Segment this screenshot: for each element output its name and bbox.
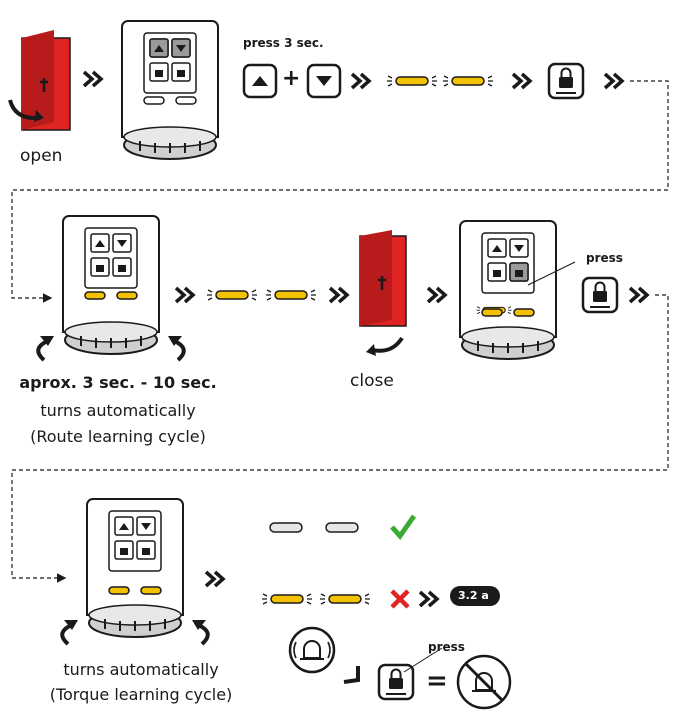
- press-pointer-line: [403, 647, 443, 673]
- bend-arrow-icon: [343, 666, 360, 684]
- led-blinking-icon: [442, 75, 494, 87]
- plus-symbol: +: [282, 66, 301, 91]
- rotate-arrows-icon: [36, 336, 186, 362]
- rotate-arrows-icon: [60, 620, 210, 646]
- door-open-icon: [8, 30, 71, 131]
- led-off-icon: [269, 522, 303, 533]
- turns-automatically-label: turns automatically: [63, 660, 219, 679]
- next-arrow-icon: [328, 286, 349, 304]
- lock-button-icon: [581, 276, 619, 314]
- next-arrow-icon: [350, 72, 371, 90]
- down-button-icon: [306, 63, 342, 99]
- dashed-connector: [11, 294, 669, 583]
- led-blinking-icon: [261, 593, 313, 605]
- lock-button-icon: [547, 62, 585, 100]
- next-arrow-icon: [82, 70, 103, 88]
- equals-symbol: =: [426, 666, 448, 696]
- press-label: press: [586, 251, 623, 265]
- led-off-icon: [325, 522, 359, 533]
- next-arrow-icon: [174, 286, 195, 304]
- close-label: close: [350, 371, 394, 391]
- device-icon: [62, 215, 160, 355]
- led-blinking-icon: [319, 593, 371, 605]
- next-arrow-icon: [628, 286, 649, 304]
- device-icon: [86, 498, 184, 638]
- approx-time-label: aprox. 3 sec. - 10 sec.: [19, 373, 217, 392]
- press-3-sec-label: press 3 sec.: [243, 36, 324, 50]
- led-blinking-icon: [386, 75, 438, 87]
- dashed-connector: [11, 80, 669, 303]
- up-button-icon: [242, 63, 278, 99]
- error-code-label: 3.2 a: [458, 589, 489, 602]
- next-arrow-icon: [418, 590, 439, 608]
- device-icon: [459, 220, 557, 360]
- open-label: open: [20, 146, 63, 166]
- press-label: press: [428, 640, 465, 654]
- press-pointer-line: [527, 261, 576, 286]
- device-icon: [121, 20, 219, 160]
- led-blinking-icon: [206, 289, 258, 301]
- check-icon: [390, 514, 417, 541]
- torque-learning-label: (Torque learning cycle): [49, 685, 233, 704]
- route-learning-label: (Route learning cycle): [30, 427, 206, 446]
- next-arrow-icon: [204, 570, 225, 588]
- alarm-off-icon: [456, 654, 512, 710]
- next-arrow-icon: [426, 286, 447, 304]
- next-arrow-icon: [603, 72, 624, 90]
- error-code-badge: [450, 586, 500, 606]
- alarm-bell-icon: [288, 626, 336, 674]
- door-close-icon: [359, 230, 407, 356]
- cross-icon: [390, 589, 410, 609]
- led-blinking-icon: [265, 289, 317, 301]
- next-arrow-icon: [511, 72, 532, 90]
- turns-automatically-label: turns automatically: [40, 401, 196, 420]
